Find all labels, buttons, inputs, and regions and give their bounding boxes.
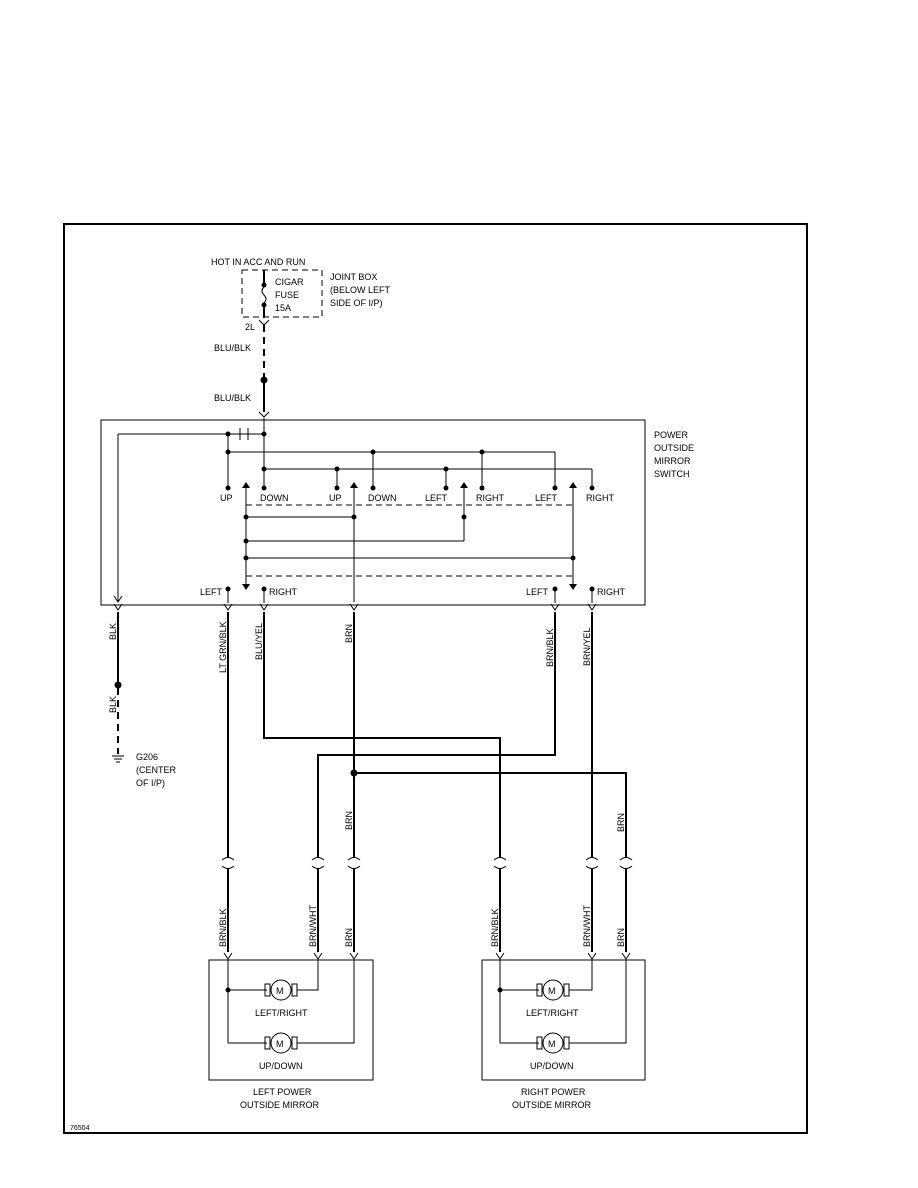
output-right-1: RIGHT xyxy=(269,587,298,597)
joint-box-label-3: SIDE OF I/P) xyxy=(330,298,383,308)
contact-down-1: DOWN xyxy=(260,493,289,503)
terminal-label: 2L xyxy=(245,322,255,332)
right-mirror-box xyxy=(481,959,646,1081)
wire-label-lm-brn-wht: BRN/WHT xyxy=(308,905,318,947)
output-left-1: LEFT xyxy=(200,587,223,597)
wire-label-brn-mid: BRN xyxy=(344,811,354,830)
wire-label-brn-yel: BRN/YEL xyxy=(582,627,592,666)
wire-label-brn-blk: BRN/BLK xyxy=(545,628,555,667)
wire-label-lm-brn-blk: BRN/BLK xyxy=(218,908,228,947)
ground-icon xyxy=(112,755,124,763)
contact-down-2: DOWN xyxy=(368,493,397,503)
contact-left-2: LEFT xyxy=(535,493,558,503)
left-mirror-title-2: OUTSIDE MIRROR xyxy=(240,1100,320,1110)
ground-name: G206 xyxy=(136,752,158,762)
wire-label-ltgrn-blk: LT GRN/BLK xyxy=(218,621,228,673)
motor-icon: M xyxy=(536,1032,570,1054)
wire-label-brn-top: BRN xyxy=(344,624,354,643)
fuse-name: CIGAR xyxy=(275,277,304,287)
left-mirror-title-1: LEFT POWER xyxy=(253,1087,312,1097)
right-mirror-title-1: RIGHT POWER xyxy=(521,1087,586,1097)
wire-label-lm-brn: BRN xyxy=(344,928,354,947)
right-motor-label-2: UP/DOWN xyxy=(530,1061,574,1071)
wire-label-brn-right: BRN xyxy=(616,813,626,832)
contact-left-1: LEFT xyxy=(425,493,448,503)
svg-text:M: M xyxy=(276,1039,284,1049)
wire-label-blu-blk-1: BLU/BLK xyxy=(214,343,251,353)
right-mirror-title-2: OUTSIDE MIRROR xyxy=(512,1100,592,1110)
motor-icon: M xyxy=(536,979,570,1001)
motor-icon: M xyxy=(264,979,298,1001)
left-motor-label-1: LEFT/RIGHT xyxy=(255,1008,308,1018)
contact-right-2: RIGHT xyxy=(586,493,615,503)
figure-id: 76504 xyxy=(70,1125,90,1132)
diagram-border xyxy=(63,223,808,1134)
wire-label-rm-brn-wht: BRN/WHT xyxy=(582,905,592,947)
motor-icon: M xyxy=(264,1032,298,1054)
switch-label-1: POWER xyxy=(654,430,689,440)
mirror-switch-box xyxy=(100,419,646,606)
ground-loc-1: (CENTER xyxy=(136,765,176,775)
output-left-2: LEFT xyxy=(526,587,549,597)
joint-box xyxy=(241,269,323,318)
right-motor-label-1: LEFT/RIGHT xyxy=(526,1008,579,1018)
inline-connector-icon xyxy=(221,857,633,869)
svg-text:M: M xyxy=(276,986,284,996)
joint-box-label-1: JOINT BOX xyxy=(330,272,377,282)
wire-label-rm-brn: BRN xyxy=(616,928,626,947)
wire-label-rm-brn-blk: BRN/BLK xyxy=(490,908,500,947)
left-mirror-box xyxy=(208,959,374,1081)
ground-loc-2: OF I/P) xyxy=(136,778,165,788)
hot-label: HOT IN ACC AND RUN xyxy=(211,257,305,267)
output-right-2: RIGHT xyxy=(597,587,626,597)
connector-icon xyxy=(258,319,270,326)
left-motor-label-2: UP/DOWN xyxy=(259,1061,303,1071)
contact-up-2: UP xyxy=(329,493,342,503)
fuse-icon xyxy=(261,286,267,304)
svg-text:M: M xyxy=(548,1039,556,1049)
wire-label-blk-1: BLK xyxy=(108,623,118,640)
wire-label-blu-yel: BLU/YEL xyxy=(254,623,264,660)
splice-icon xyxy=(260,376,268,384)
fuse-rating: 15A xyxy=(275,303,291,313)
switch-label-3: MIRROR xyxy=(654,456,691,466)
fuse-word: FUSE xyxy=(275,290,299,300)
switch-label-4: SWITCH xyxy=(654,469,690,479)
wire-label-blk-2: BLK xyxy=(108,696,118,713)
joint-box-label-2: (BELOW LEFT xyxy=(330,285,391,295)
svg-text:M: M xyxy=(548,986,556,996)
contact-right-1: RIGHT xyxy=(476,493,505,503)
contact-up-1: UP xyxy=(220,493,233,503)
switch-label-2: OUTSIDE xyxy=(654,443,694,453)
wire-label-blu-blk-2: BLU/BLK xyxy=(214,393,251,403)
